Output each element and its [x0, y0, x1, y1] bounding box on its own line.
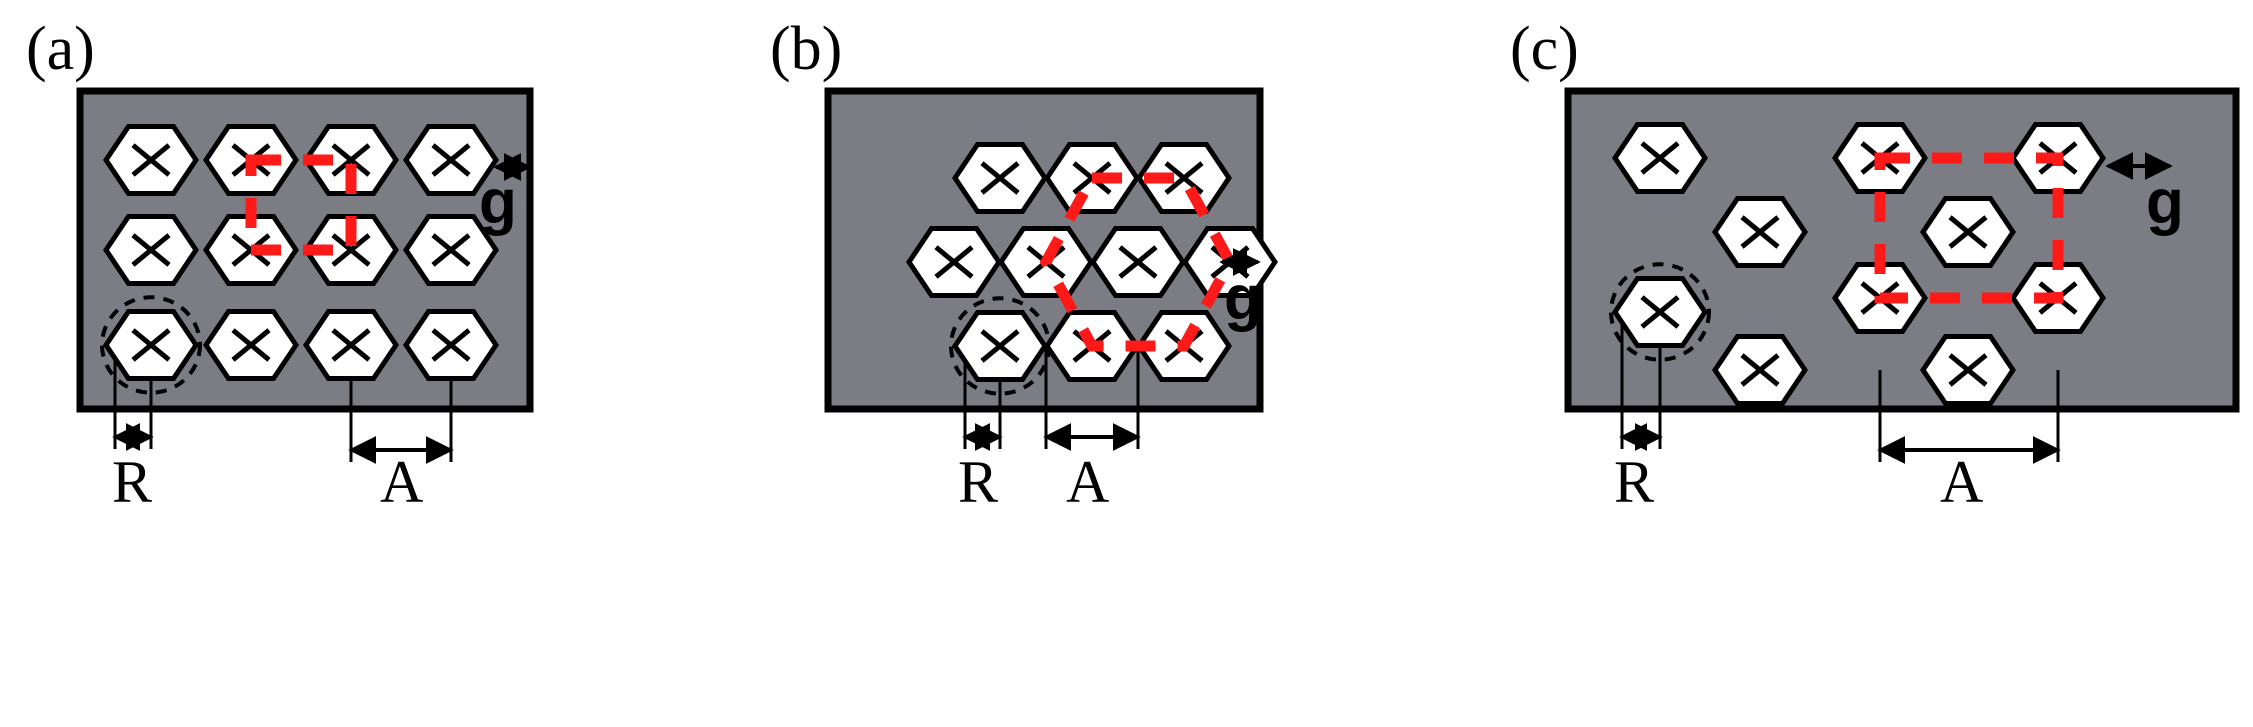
cross-mark-icon — [1640, 141, 1680, 175]
hexagon-cell — [100, 295, 202, 395]
hexagon-cell — [905, 225, 1003, 299]
radius-dashed-circle — [100, 295, 202, 395]
radius-dashed-circle — [1609, 262, 1711, 362]
gap-label: g — [479, 168, 517, 237]
cross-mark-icon — [231, 328, 271, 362]
cross-mark-icon — [1640, 295, 1680, 329]
hexagon-cell — [1919, 333, 2017, 407]
cross-mark-icon — [331, 233, 371, 267]
radius-label: R — [112, 449, 153, 515]
cross-mark-icon — [131, 328, 171, 362]
hexagon-cell — [402, 308, 500, 382]
cross-mark-icon — [131, 143, 171, 177]
lattice-constant-label: A — [380, 449, 424, 515]
cross-mark-icon — [980, 161, 1020, 195]
gap-label: g — [1224, 264, 1262, 333]
hexagon-cell — [1919, 195, 2017, 269]
hexagon-cell — [1711, 195, 1809, 269]
unit-cell-outline — [1874, 152, 2064, 304]
hexagon-cell — [102, 213, 200, 287]
hexagon-cell — [102, 123, 200, 197]
cross-mark-icon — [934, 245, 974, 279]
panel-letter-label: (a) — [26, 15, 95, 83]
hexagon-cell — [1089, 225, 1187, 299]
radius-label: R — [1614, 449, 1655, 515]
hexagon-cell — [1611, 121, 1709, 195]
cross-mark-icon — [331, 328, 371, 362]
cross-mark-icon — [131, 233, 171, 267]
hexagon-cell — [302, 308, 400, 382]
lattice-constant-label: A — [1940, 449, 1984, 515]
cross-mark-icon — [1118, 245, 1158, 279]
cross-mark-icon — [1164, 161, 1204, 195]
cross-mark-icon — [1740, 215, 1780, 249]
panel-letter-label: (c) — [1510, 15, 1579, 83]
hexagon-cell — [1711, 333, 1809, 407]
hexagon-cell — [302, 213, 400, 287]
lattice-constant-label: A — [1066, 449, 1110, 515]
unit-cell-outline — [245, 154, 357, 256]
hexagon-cell — [1609, 262, 1711, 362]
gap-label: g — [2146, 168, 2184, 237]
hexagon-cell — [402, 213, 500, 287]
cross-mark-icon — [1948, 353, 1988, 387]
hexagon-cell — [202, 308, 300, 382]
cross-mark-icon — [431, 143, 471, 177]
unit-cell-outline — [1039, 172, 1237, 352]
cross-mark-icon — [1948, 215, 1988, 249]
cross-mark-icon — [1740, 353, 1780, 387]
hexagon-cell — [951, 141, 1049, 215]
cross-mark-icon — [431, 233, 471, 267]
cross-mark-icon — [980, 329, 1020, 363]
cross-mark-icon — [431, 328, 471, 362]
cross-mark-icon — [331, 143, 371, 177]
hexagon-cell — [402, 123, 500, 197]
panel-letter-label: (b) — [770, 15, 843, 83]
radius-label: R — [958, 449, 999, 515]
